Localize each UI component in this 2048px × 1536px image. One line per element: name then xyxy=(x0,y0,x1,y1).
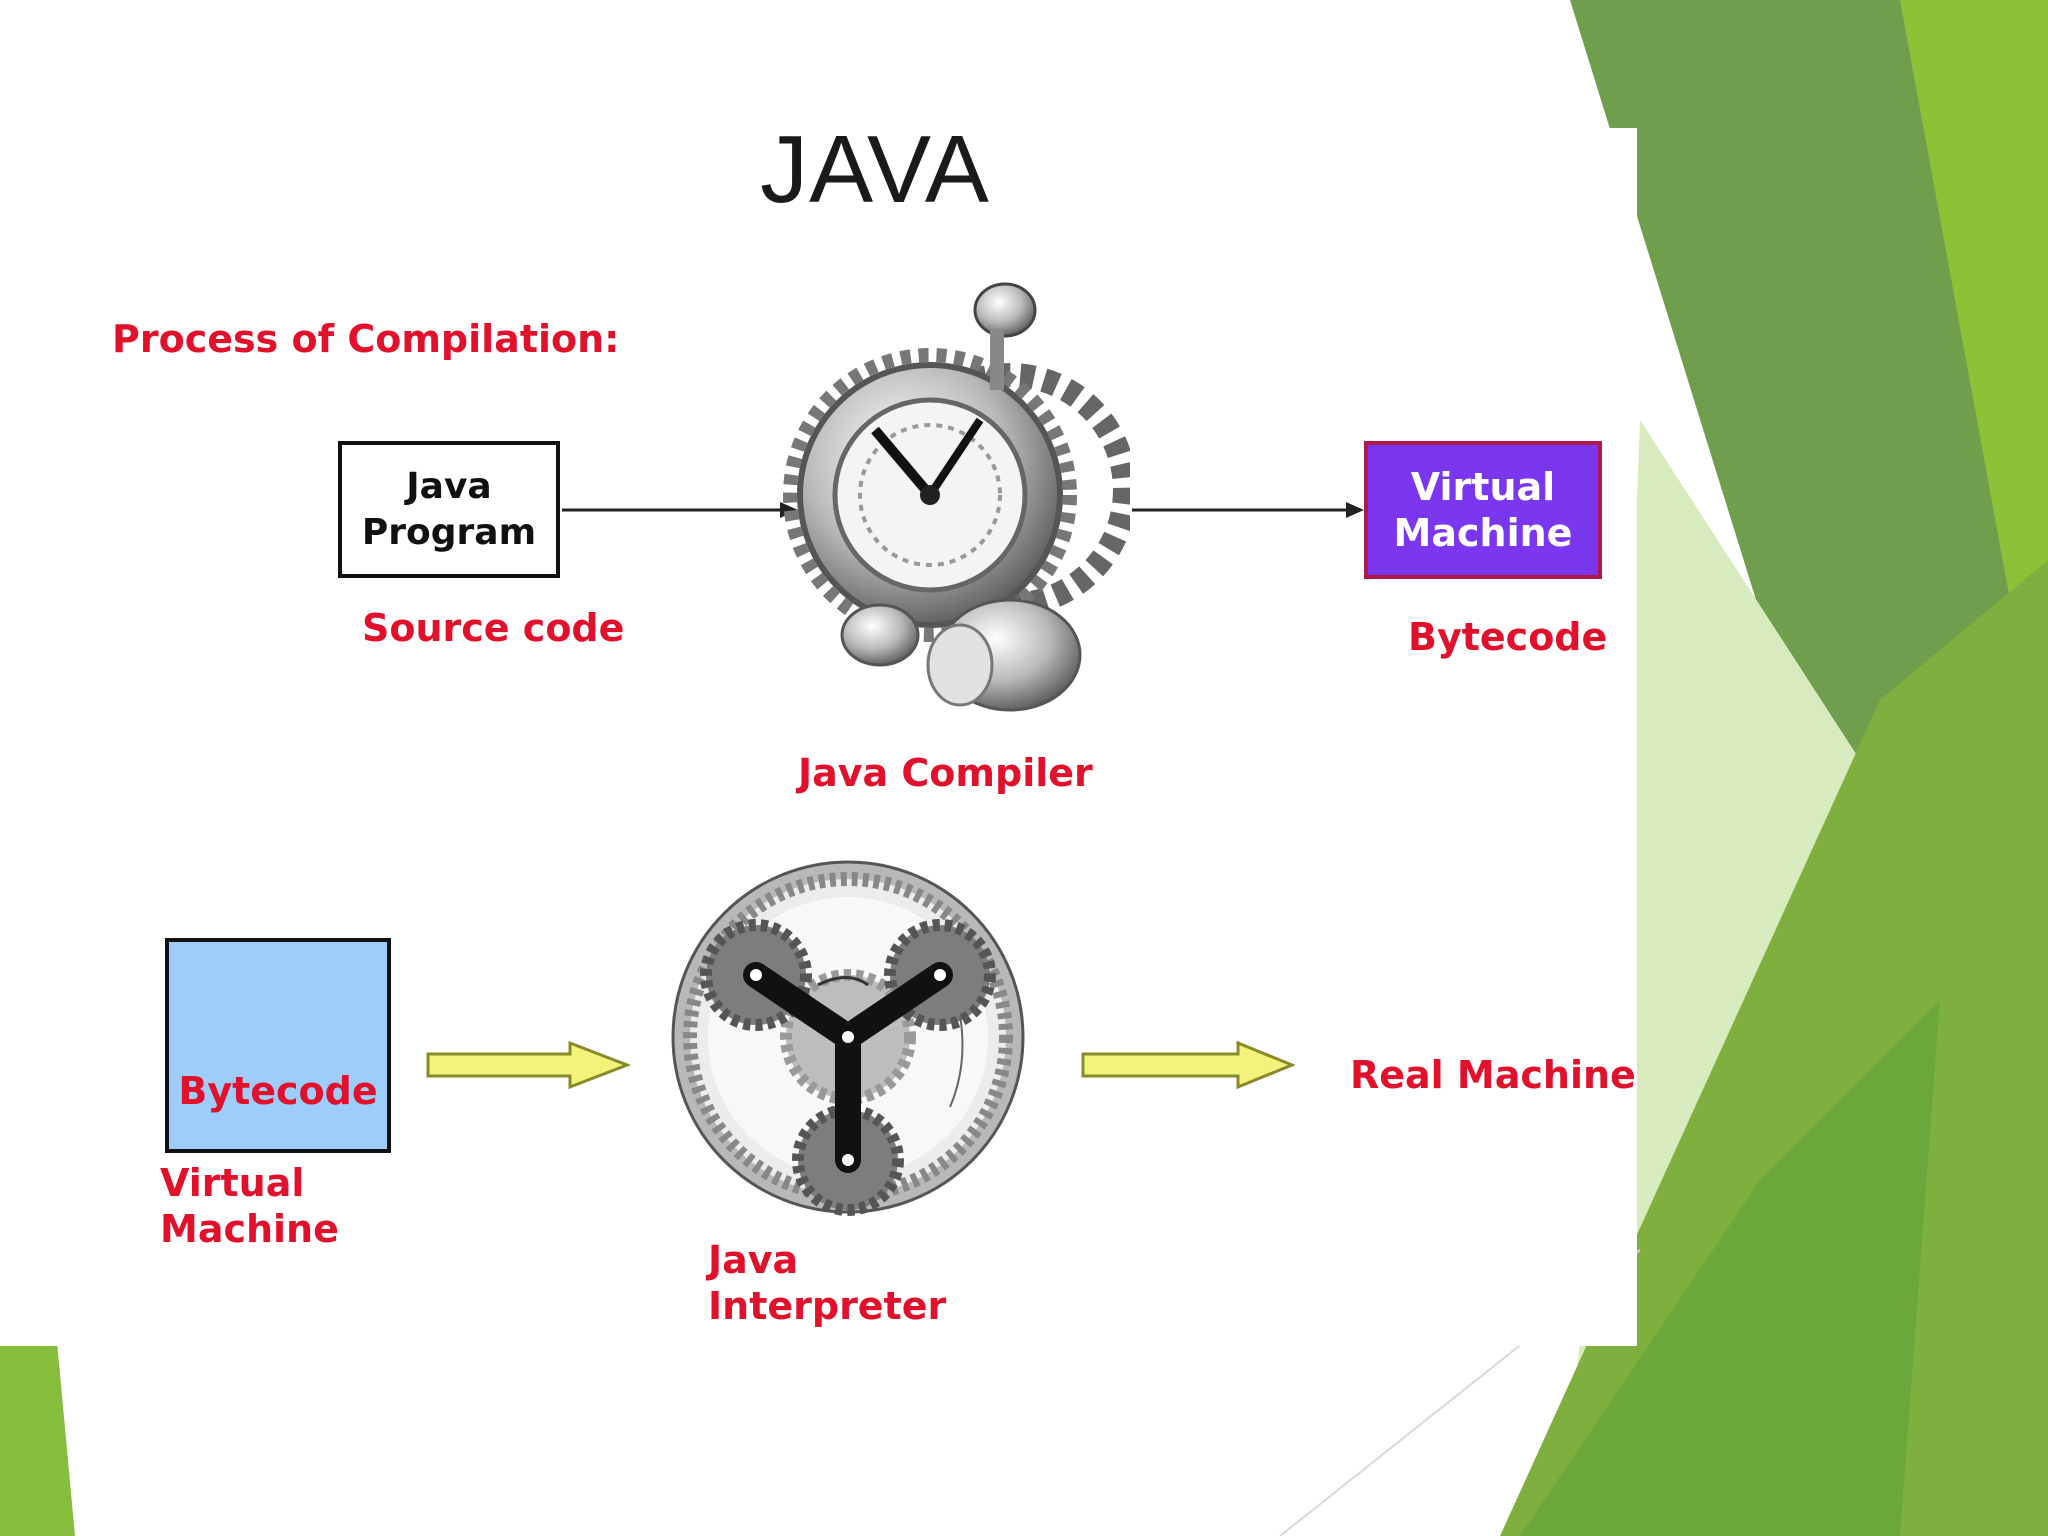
yellow-arrow-to-interpreter xyxy=(426,1040,630,1090)
clockwork-gears-icon xyxy=(783,282,1130,712)
arrow-to-compiler xyxy=(562,502,798,518)
source-code-caption: Source code xyxy=(362,606,625,650)
java-interpreter-caption: Java Interpreter xyxy=(708,1238,947,1328)
virtual-machine-caption: Virtual Machine xyxy=(160,1161,339,1251)
bytecode-caption: Bytecode xyxy=(1408,615,1608,659)
right-mid-green xyxy=(1520,1000,1940,1536)
slide-title: JAVA xyxy=(760,116,990,223)
virtual-machine-box: Virtual Machine xyxy=(1364,441,1602,579)
real-machine-label: Real Machine xyxy=(1350,1053,1636,1097)
java-compiler-caption: Java Compiler xyxy=(798,751,1093,795)
planetary-gear-icon xyxy=(671,860,1025,1216)
java-program-box: Java Program xyxy=(338,441,560,578)
arrow-to-virtual-machine xyxy=(1132,502,1364,518)
process-heading: Process of Compilation: xyxy=(112,317,620,361)
yellow-arrow-to-real-machine xyxy=(1081,1040,1295,1090)
bytecode-box: Bytecode xyxy=(165,938,391,1153)
